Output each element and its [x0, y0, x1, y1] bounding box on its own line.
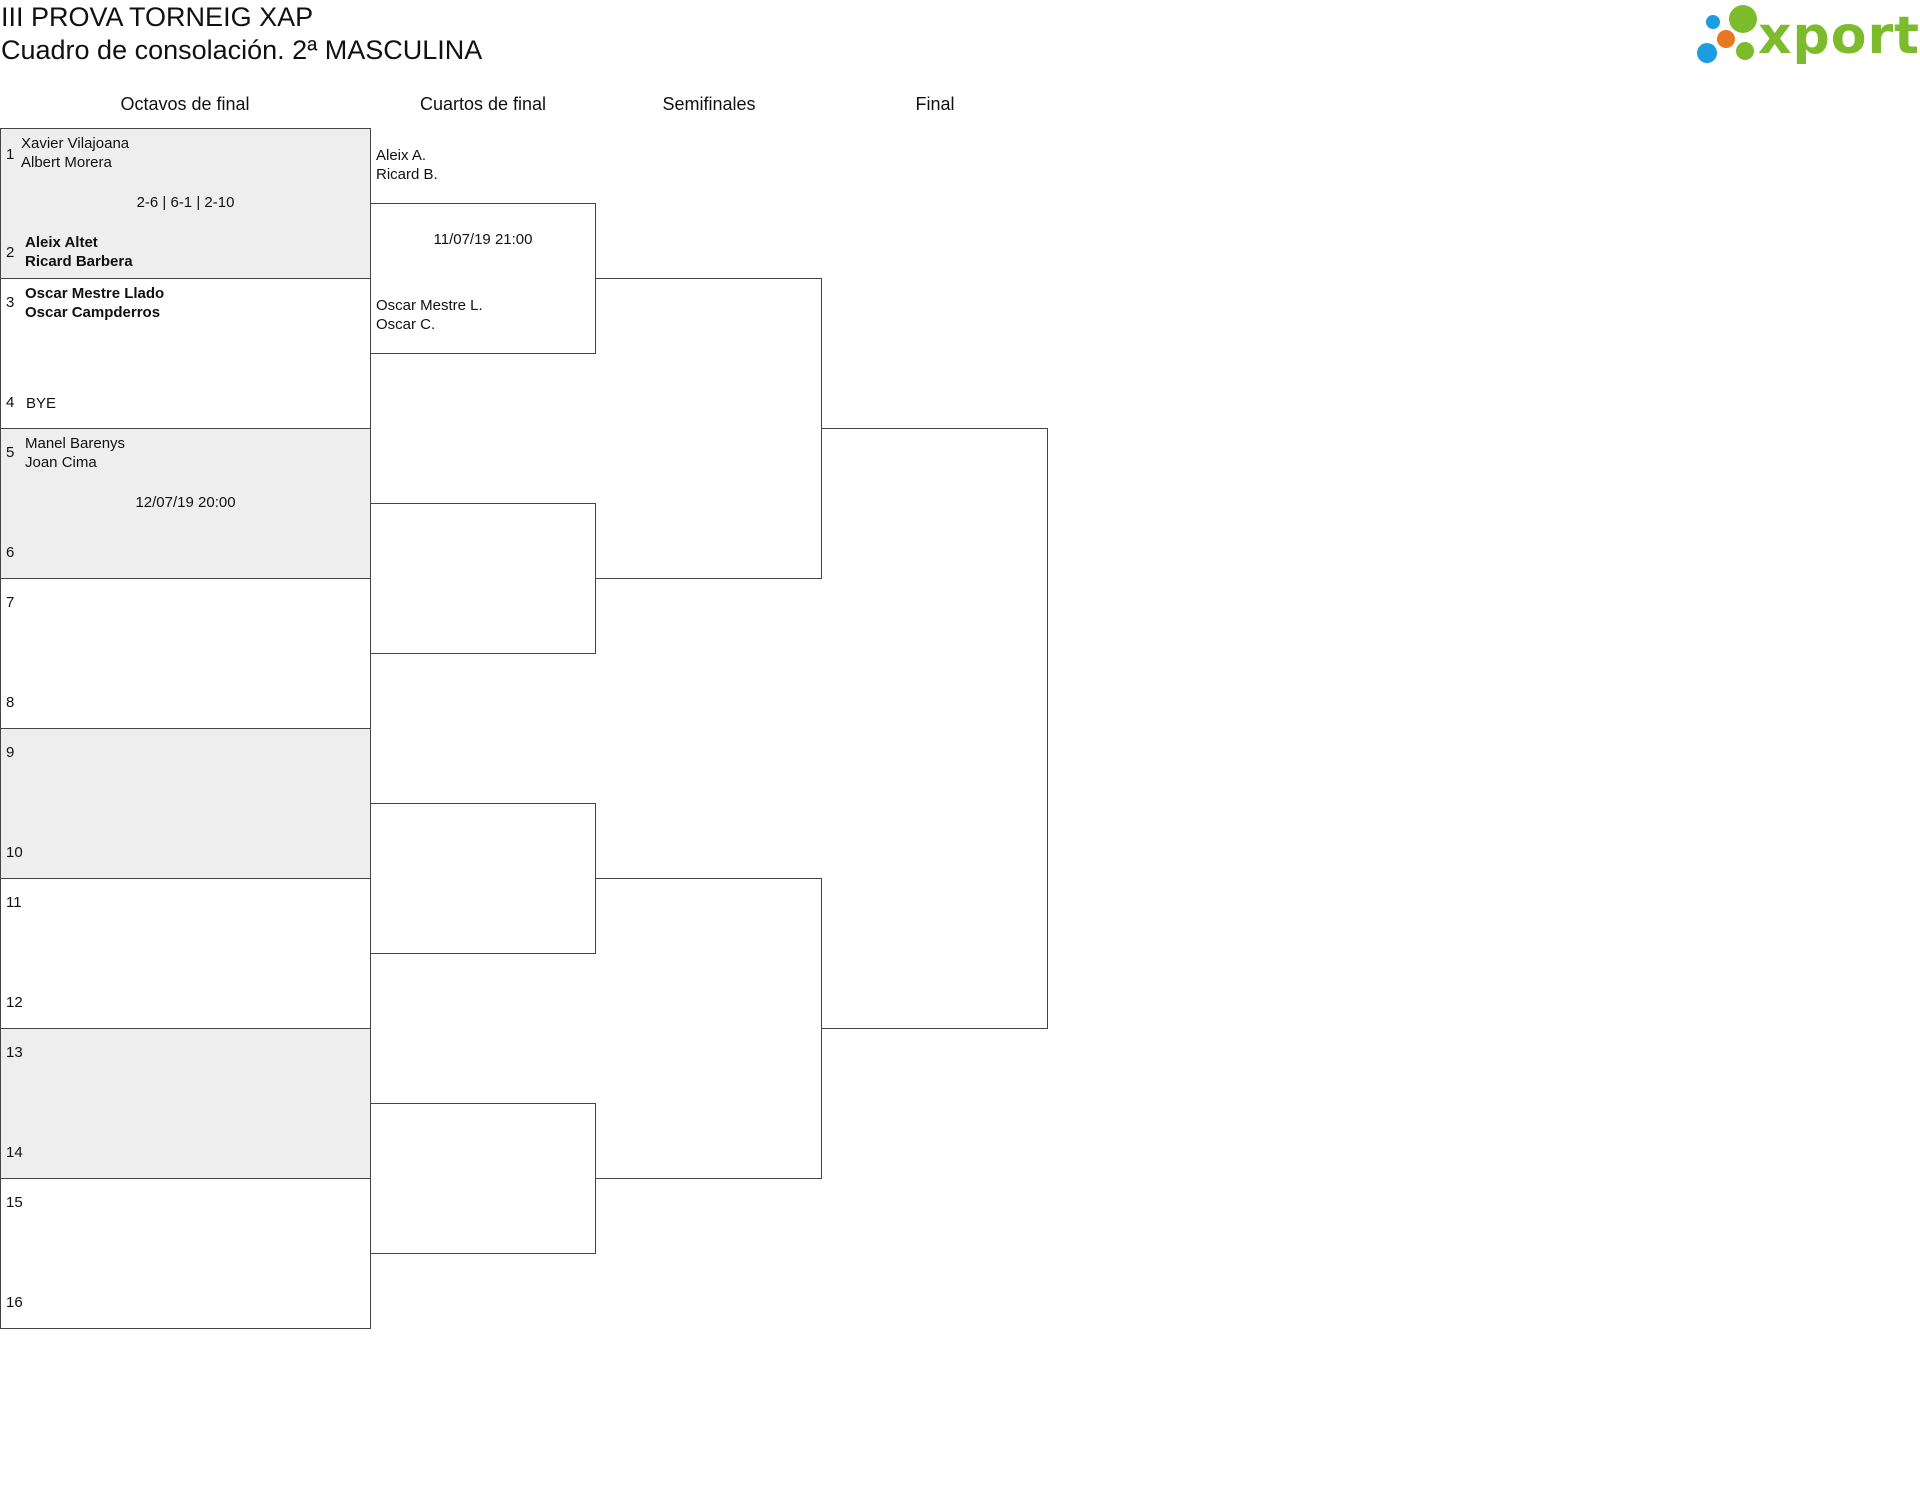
- seed-number: 12: [6, 994, 23, 1011]
- player-name: Xavier Vilajoana: [21, 135, 130, 152]
- seed-number: 8: [6, 694, 15, 711]
- cuartos-match-2[interactable]: [370, 503, 596, 654]
- seed-number: 15: [6, 1194, 23, 1211]
- seed-number: 16: [6, 1294, 23, 1311]
- final-match[interactable]: [821, 428, 1048, 1029]
- winner-player-name: Oscar Mestre Llado: [25, 285, 165, 302]
- round-header-octavos: Octavos de final: [120, 94, 250, 114]
- seed-number: 2: [6, 244, 15, 261]
- logo-dot-blue-large-icon: [1697, 43, 1717, 63]
- logo-dot-blue-icon: [1706, 15, 1720, 29]
- xporty-logo[interactable]: xporty: [1690, 0, 1920, 70]
- qf-player-name: Oscar C.: [376, 316, 436, 333]
- round-header-semifinales: Semifinales: [662, 94, 756, 114]
- octavos-match-7[interactable]: 13 14: [0, 1028, 371, 1179]
- seed-number: 9: [6, 744, 15, 761]
- seed-number: 13: [6, 1044, 23, 1061]
- winner-player-name: Aleix Altet: [25, 234, 98, 251]
- bye-label: BYE: [26, 395, 57, 412]
- cuartos-match-4[interactable]: [370, 1103, 596, 1254]
- octavos-match-2[interactable]: 3 Oscar Mestre Llado Oscar Campderros 4 …: [0, 278, 371, 429]
- seed-number: 14: [6, 1144, 23, 1161]
- match-datetime: 12/07/19 20:00: [135, 494, 236, 511]
- octavos-match-4[interactable]: 7 8: [0, 578, 371, 729]
- player-name: Manel Barenys: [25, 435, 126, 452]
- octavos-match-1[interactable]: 1 Xavier Vilajoana Albert Morera 2-6 | 6…: [0, 128, 371, 279]
- player-name: Albert Morera: [21, 154, 112, 171]
- cuartos-match-3[interactable]: [370, 803, 596, 954]
- winner-player-name: Oscar Campderros: [25, 304, 161, 321]
- octavos-match-3[interactable]: 5 Manel Barenys Joan Cima 12/07/19 20:00…: [0, 428, 371, 579]
- seed-number: 10: [6, 844, 23, 861]
- seed-number: 11: [6, 894, 22, 911]
- tournament-title: III PROVA TORNEIG XAP: [1, 2, 314, 32]
- logo-dot-green-icon: [1729, 5, 1757, 33]
- logo-dot-green-small-icon: [1736, 42, 1754, 60]
- logo-dot-orange-icon: [1717, 30, 1735, 48]
- seed-number: 3: [6, 294, 15, 311]
- octavos-match-8[interactable]: 15 16: [0, 1178, 371, 1329]
- round-header-final: Final: [915, 94, 955, 114]
- semifinal-match-2[interactable]: [595, 878, 822, 1179]
- seed-number: 1: [6, 146, 15, 163]
- octavos-match-5[interactable]: 9 10: [0, 728, 371, 879]
- seed-number: 6: [6, 544, 15, 561]
- seed-number: 4: [6, 394, 15, 411]
- qf-player-name: Ricard B.: [376, 166, 438, 183]
- player-name: Joan Cima: [25, 454, 97, 471]
- semifinal-match-1[interactable]: [595, 278, 822, 579]
- qf-player-name: Aleix A.: [376, 147, 427, 164]
- seed-number: 5: [6, 444, 15, 461]
- qf-match-datetime: 11/07/19 21:00: [433, 231, 533, 248]
- winner-player-name: Ricard Barbera: [25, 253, 133, 270]
- match-score: 2-6 | 6-1 | 2-10: [136, 194, 235, 211]
- qf-player-name: Oscar Mestre L.: [376, 297, 483, 314]
- round-header-cuartos: Cuartos de final: [419, 94, 547, 114]
- draw-subtitle: Cuadro de consolación. 2ª MASCULINA: [1, 35, 483, 65]
- octavos-match-6[interactable]: 11 12: [0, 878, 371, 1029]
- logo-wordmark: xporty: [1758, 6, 1920, 66]
- seed-number: 7: [6, 594, 15, 611]
